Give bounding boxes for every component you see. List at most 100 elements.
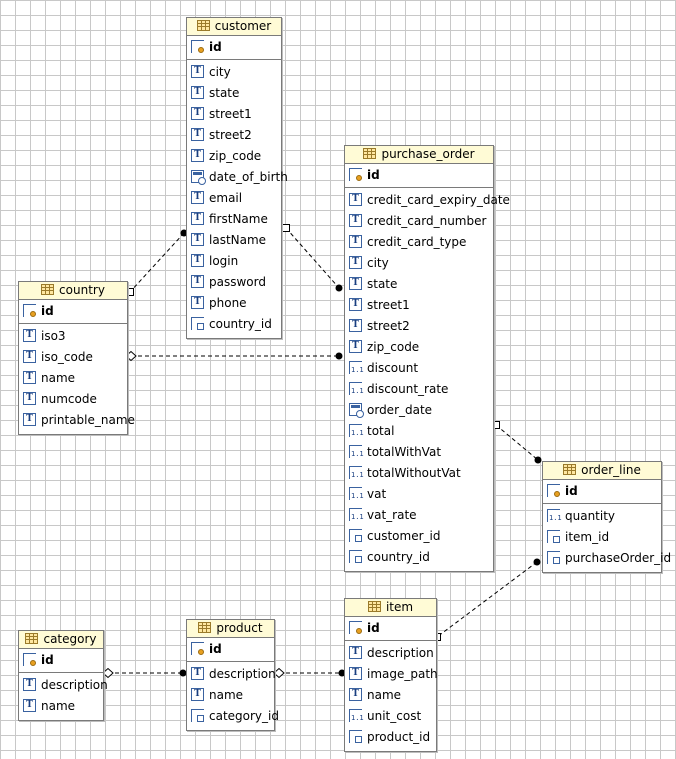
entity-header[interactable]: customer [187, 18, 281, 36]
relationship-line [436, 561, 538, 638]
column-customer-id[interactable]: customer_id [345, 526, 493, 547]
column-date-of-birth[interactable]: date_of_birth [187, 167, 288, 188]
entity-header[interactable]: category [19, 631, 103, 649]
column-category-id[interactable]: category_id [187, 706, 279, 727]
column-name: totalWithVat [367, 445, 442, 459]
primary-key-section: id [19, 649, 103, 673]
column-item-id[interactable]: item_id [543, 527, 661, 548]
entity-header[interactable]: order_line [543, 462, 661, 480]
column-name: name [367, 688, 402, 702]
column-id[interactable]: id [19, 650, 103, 670]
text-icon: T [23, 350, 36, 363]
column-id[interactable]: id [187, 37, 281, 57]
relationship-product-item[interactable] [273, 667, 346, 679]
column-id[interactable]: id [19, 301, 127, 321]
relationship-purchase-order-order-line[interactable] [492, 421, 542, 464]
text-icon: T [349, 298, 362, 311]
column-name: customer_id [367, 529, 441, 543]
entity-header[interactable]: item [345, 599, 436, 617]
date-icon [191, 170, 206, 185]
text-icon: T [349, 214, 362, 227]
entity-header[interactable]: product [187, 620, 274, 638]
column-id[interactable]: id [187, 639, 274, 659]
text-icon: T [191, 65, 204, 78]
column-name: lastName [209, 233, 267, 247]
entity-header[interactable]: country [19, 282, 127, 300]
column-name: phone [209, 296, 247, 310]
column-purchase-order-id[interactable]: purchaseOrder_id [543, 548, 671, 569]
relationship-end-dot [335, 284, 343, 292]
relationship-customer-purchase-order[interactable] [282, 224, 343, 292]
column-name: login [209, 254, 239, 268]
column-id[interactable]: id [345, 165, 493, 185]
entity-title: order_line [581, 463, 641, 477]
text-icon: T [191, 107, 204, 120]
relationship-category-product[interactable] [102, 667, 187, 679]
text-icon: T [191, 191, 204, 204]
column-product-id[interactable]: product_id [345, 727, 436, 748]
entity-header[interactable]: purchase_order [345, 146, 493, 164]
entity-title: country [59, 283, 105, 297]
relationship-country-purchase-order[interactable] [125, 350, 343, 362]
column-id[interactable]: id [345, 618, 436, 638]
text-icon: T [191, 128, 204, 141]
column-order-date[interactable]: order_date [345, 400, 493, 421]
column-name: country_id [367, 550, 430, 564]
text-icon: T [23, 392, 36, 405]
column-name: name [41, 699, 76, 713]
column-id[interactable]: id [543, 481, 661, 501]
column-country-id[interactable]: country_id [345, 547, 493, 568]
relationship-customer-country[interactable] [126, 229, 188, 296]
relationship-end-square [282, 224, 290, 232]
column-country-id[interactable]: country_id [187, 314, 281, 335]
